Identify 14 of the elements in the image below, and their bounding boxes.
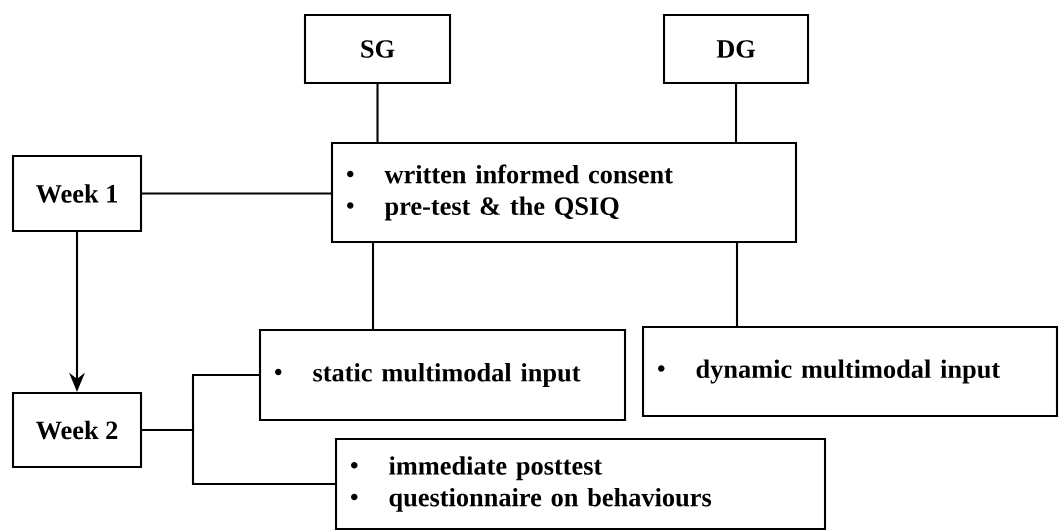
week-box: Week 1 — [11, 154, 143, 233]
step-box: static multimodal input — [258, 328, 627, 422]
connector-line — [142, 192, 332, 195]
group-box: SG — [303, 13, 452, 85]
group-box: DG — [662, 13, 810, 85]
connector-line — [371, 242, 375, 330]
connector-line — [142, 428, 336, 486]
step-box: dynamic multimodal input — [641, 325, 1059, 418]
step-box: written informed consent pre-test & the QSIQ — [330, 141, 798, 244]
connector-line — [376, 84, 379, 143]
step-box: immediate posttest questionnaire on behaviours — [334, 437, 827, 531]
connector-line — [734, 84, 738, 143]
week-box: Week 2 — [11, 391, 143, 469]
connector-line — [735, 242, 739, 327]
